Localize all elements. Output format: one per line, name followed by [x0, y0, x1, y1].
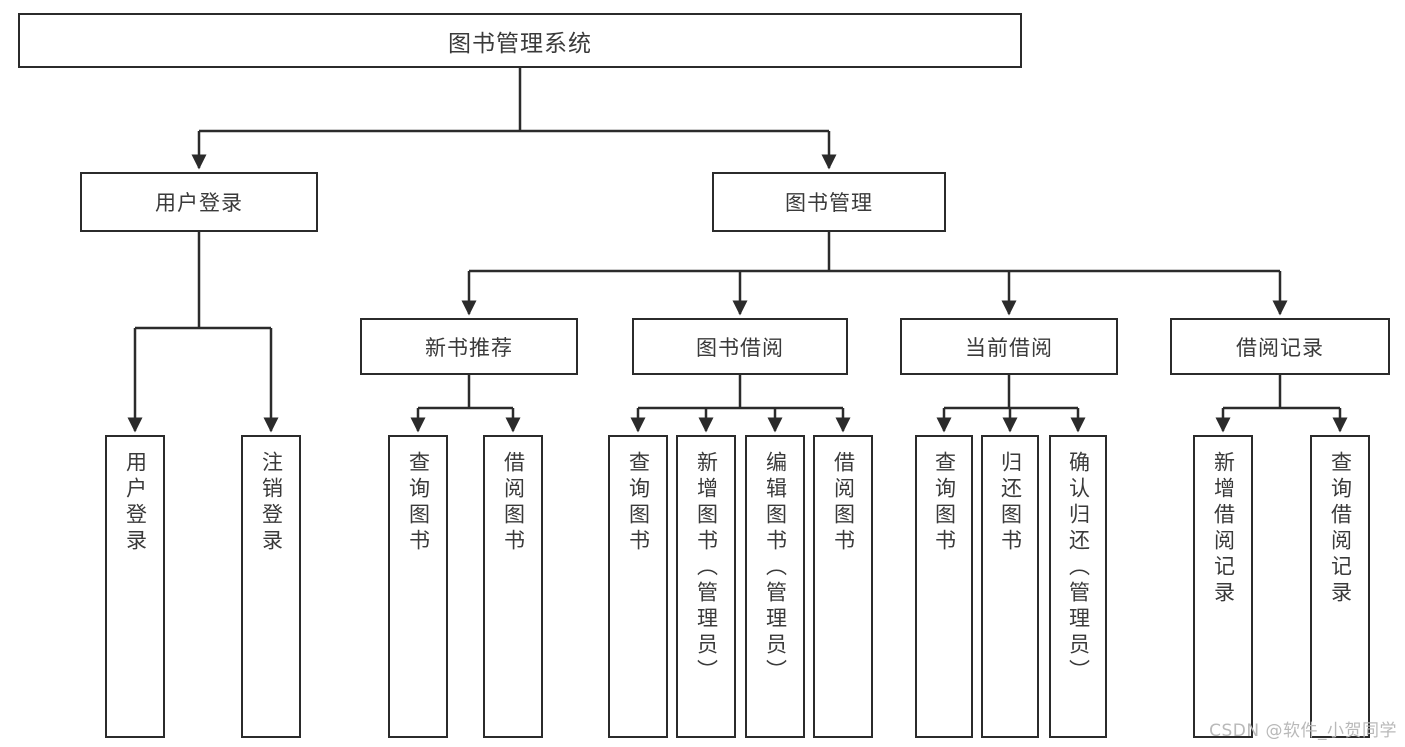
node-root-label: 图书管理系统 — [448, 30, 592, 57]
node-borrow-record-label: 借阅记录 — [1236, 335, 1324, 360]
node-leaf-logout-label: 注销登录 — [259, 451, 284, 555]
node-leaf-borrow-book-2-label: 借阅图书 — [831, 451, 856, 555]
node-leaf-return-book[interactable]: 归还图书 — [981, 435, 1039, 738]
node-new-book-recommend-label: 新书推荐 — [425, 335, 513, 360]
node-leaf-user-login-label: 用户登录 — [123, 451, 148, 555]
node-leaf-query-book-2-label: 查询图书 — [626, 451, 651, 555]
node-book-management[interactable]: 图书管理 — [712, 172, 946, 232]
node-leaf-query-book-1-label: 查询图书 — [406, 451, 431, 555]
node-borrow-record[interactable]: 借阅记录 — [1170, 318, 1390, 375]
node-new-book-recommend[interactable]: 新书推荐 — [360, 318, 578, 375]
node-book-borrow-label: 图书借阅 — [696, 335, 784, 360]
node-leaf-query-book-2[interactable]: 查询图书 — [608, 435, 668, 738]
node-leaf-add-record-label: 新增借阅记录 — [1211, 451, 1236, 607]
node-leaf-query-record-label: 查询借阅记录 — [1328, 451, 1353, 607]
node-leaf-query-book-3-label: 查询图书 — [932, 451, 957, 555]
node-leaf-edit-book[interactable]: 编辑图书（管理员） — [745, 435, 805, 738]
node-current-borrow[interactable]: 当前借阅 — [900, 318, 1118, 375]
node-leaf-add-book-label: 新增图书（管理员） — [694, 451, 719, 685]
node-leaf-borrow-book-2[interactable]: 借阅图书 — [813, 435, 873, 738]
node-leaf-query-record[interactable]: 查询借阅记录 — [1310, 435, 1370, 738]
node-leaf-edit-book-label: 编辑图书（管理员） — [763, 451, 788, 685]
node-book-management-label: 图书管理 — [785, 191, 873, 215]
node-leaf-add-book[interactable]: 新增图书（管理员） — [676, 435, 736, 738]
node-leaf-query-book-3[interactable]: 查询图书 — [915, 435, 973, 738]
node-leaf-confirm-return-label: 确认归还（管理员） — [1066, 451, 1091, 685]
node-leaf-query-book-1[interactable]: 查询图书 — [388, 435, 448, 738]
node-user-login-label: 用户登录 — [155, 191, 243, 215]
node-current-borrow-label: 当前借阅 — [965, 335, 1053, 360]
node-leaf-logout[interactable]: 注销登录 — [241, 435, 301, 738]
watermark-text: CSDN @软件_小贺同学 — [1209, 721, 1397, 741]
node-leaf-add-record[interactable]: 新增借阅记录 — [1193, 435, 1253, 738]
node-leaf-borrow-book-1[interactable]: 借阅图书 — [483, 435, 543, 738]
node-user-login[interactable]: 用户登录 — [80, 172, 318, 232]
node-leaf-user-login[interactable]: 用户登录 — [105, 435, 165, 738]
node-book-borrow[interactable]: 图书借阅 — [632, 318, 848, 375]
node-root[interactable]: 图书管理系统 — [18, 13, 1022, 68]
node-leaf-confirm-return[interactable]: 确认归还（管理员） — [1049, 435, 1107, 738]
node-leaf-borrow-book-1-label: 借阅图书 — [501, 451, 526, 555]
node-leaf-return-book-label: 归还图书 — [998, 451, 1023, 555]
